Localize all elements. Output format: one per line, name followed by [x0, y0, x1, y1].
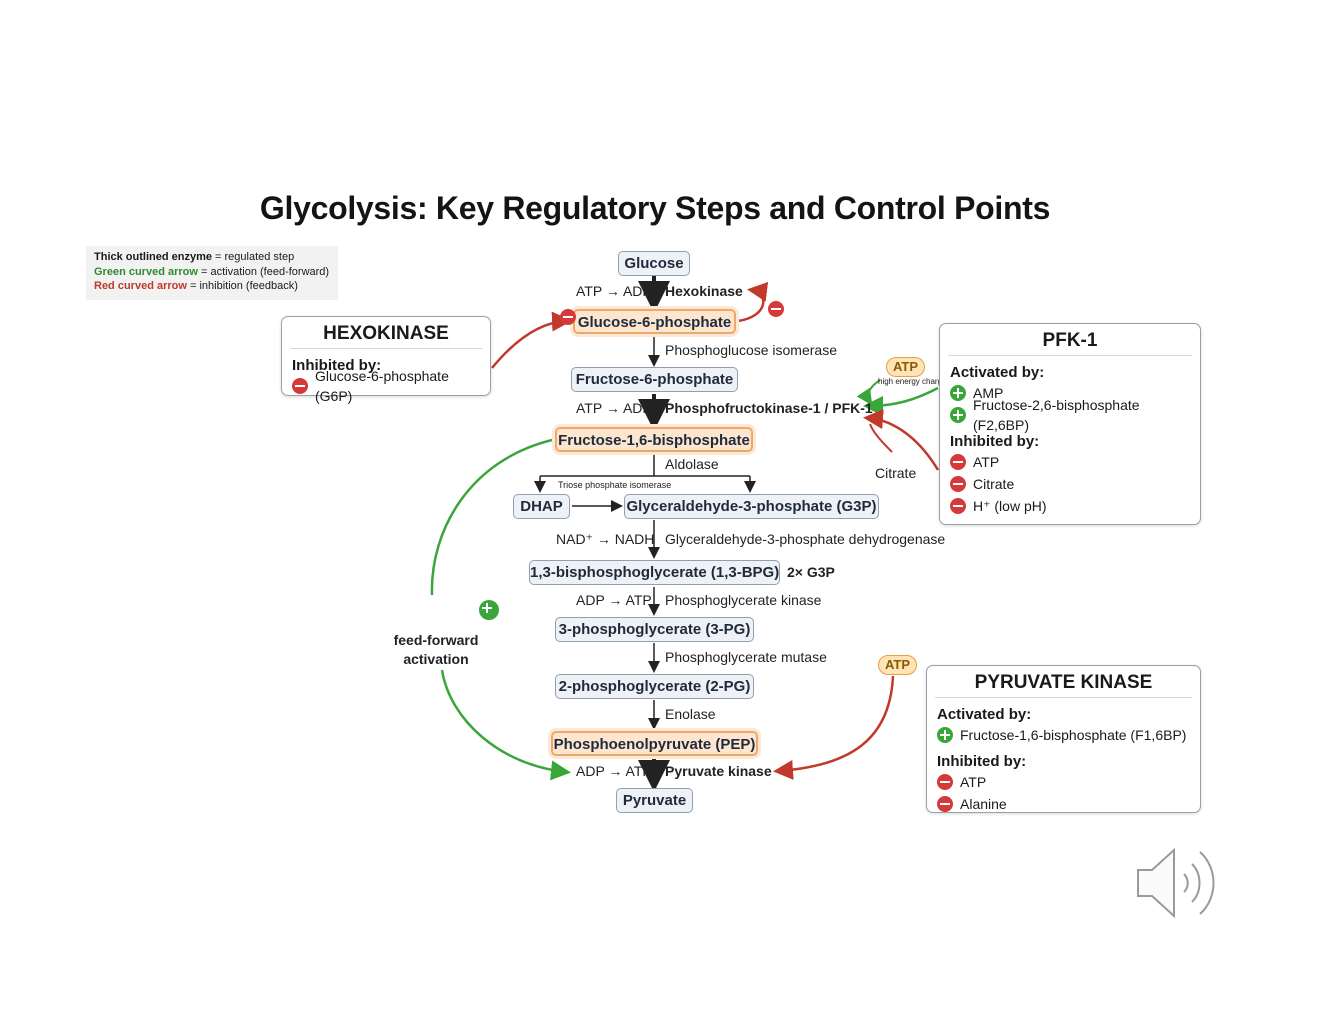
node-pep: Phosphoenolpyruvate (PEP)	[551, 731, 758, 756]
arrow-g6p-feedback	[737, 281, 769, 323]
minus-icon	[768, 301, 784, 317]
arrow-pfk-inhibition	[863, 409, 940, 471]
label-2x-g3p: 2× G3P	[787, 564, 835, 580]
inhibitor-item: Glucose-6-phosphate (G6P)	[292, 368, 480, 404]
panel-hexokinase-inhibited-header: Inhibited by:	[292, 357, 382, 374]
node-dhap: DHAP	[513, 494, 570, 519]
activator-item: Fructose-1,6-bisphosphate (F1,6BP)	[937, 725, 1190, 745]
label-citrate: Citrate	[875, 465, 917, 481]
arrow-pfk-activation	[863, 386, 939, 416]
legend: Thick outlined enzyme = regulated step G…	[86, 246, 338, 300]
label-high-energy: high energy charge	[878, 377, 947, 386]
node-glucose: Glucose	[618, 251, 690, 276]
node-pyruvate: Pyruvate	[616, 788, 693, 813]
page-title: Glycolysis: Key Regulatory Steps and Con…	[259, 190, 1051, 226]
inhibitor-item: ATP	[937, 772, 1190, 792]
enzyme-aldolase: Aldolase	[665, 456, 719, 472]
node-13bpg: 1,3-bisphosphoglycerate (1,3-BPG)	[529, 560, 780, 585]
node-f16bp: Fructose-1,6-bisphosphate	[555, 427, 753, 452]
enzyme-pgk: Phosphoglycerate kinase	[665, 592, 822, 608]
inhibitor-item: ATP	[950, 452, 1190, 472]
atp-badge-pfk: ATP	[886, 357, 926, 377]
plus-icon	[478, 600, 499, 620]
panel-pfk1-title: PFK-1	[948, 324, 1192, 356]
minus-icon	[950, 454, 966, 470]
node-2pg: 2-phosphoglycerate (2-PG)	[555, 674, 754, 699]
enzyme-gapdh: Glyceraldehyde-3-phosphate dehydrogenase	[665, 531, 946, 547]
minus-icon	[950, 498, 966, 514]
enzyme-pyruvate-kinase: Pyruvate kinase	[665, 763, 772, 779]
enzyme-pgi: Phosphoglucose isomerase	[665, 342, 837, 358]
legend-thick-label: Thick outlined enzyme	[94, 251, 212, 263]
minus-icon	[560, 309, 577, 325]
legend-red-desc: = inhibition (feedback)	[186, 280, 298, 292]
panel-hexokinase: HEXOKINASE Inhibited by: Glucose-6-phosp…	[281, 316, 491, 404]
panel-pk-inhibited-header: Inhibited by:	[937, 753, 1027, 770]
plus-icon	[937, 727, 953, 743]
enzyme-pgm: Phosphoglycerate mutase	[665, 649, 827, 665]
node-3pg: 3-phosphoglycerate (3-PG)	[555, 617, 754, 642]
speaker-icon[interactable]	[1134, 846, 1230, 920]
panel-pk-title: PYRUVATE KINASE	[935, 666, 1192, 698]
panel-pyruvate-kinase: PYRUVATE KINASE Activated by: Fructose-1…	[926, 665, 1201, 813]
node-g3p: Glyceraldehyde-3-phosphate (G3P)	[624, 494, 879, 519]
node-f6p: Fructose-6-phosphate	[571, 367, 738, 392]
node-g6p: Glucose-6-phosphate	[573, 309, 736, 334]
legend-red-label: Red curved arrow	[94, 280, 187, 292]
label-adp-atp-2: ADP → ATP	[576, 763, 652, 779]
arrow-feed-forward-top	[430, 438, 553, 596]
panel-pk-activated-header: Activated by:	[937, 706, 1032, 723]
label-feed-forward: feed-forward	[393, 632, 479, 648]
panel-hexokinase-title: HEXOKINASE	[290, 317, 482, 349]
minus-icon	[937, 796, 953, 812]
inhibitor-item: H⁺ (low pH)	[950, 496, 1190, 516]
panel-pfk1: PFK-1 Activated by: AMP Fructose-2,6-bis…	[939, 323, 1201, 525]
atp-badge-pk: ATP	[878, 655, 918, 675]
arrow-g6p-panel	[491, 311, 572, 369]
label-activation: activation	[403, 651, 469, 667]
minus-icon	[292, 378, 308, 394]
arrow-pk-inhibition	[773, 675, 895, 780]
plus-icon	[950, 407, 966, 423]
enzyme-tpi: Triose phosphate isomerase	[558, 480, 672, 490]
activator-item: AMP	[950, 383, 1190, 403]
label-atp-adp-1: ATP → ADP	[576, 283, 652, 299]
inhibitor-item: Alanine	[937, 794, 1190, 814]
activator-item: Fructose-2,6-bisphosphate (F2,6BP)	[950, 397, 1190, 433]
panel-pfk1-inhibited-header: Inhibited by:	[950, 433, 1040, 450]
panel-pfk1-activated-header: Activated by:	[950, 364, 1045, 381]
arrow-feed-forward-bottom	[440, 669, 571, 781]
minus-icon	[937, 774, 953, 790]
legend-thick-desc: = regulated step	[211, 251, 295, 263]
enzyme-enolase: Enolase	[665, 706, 716, 722]
label-nad-nadh: NAD⁺ → NADH	[556, 531, 655, 547]
plus-icon	[950, 385, 966, 401]
enzyme-hexokinase: Hexokinase	[665, 283, 743, 299]
label-atp-adp-2: ATP → ADP	[576, 400, 652, 416]
label-adp-atp-1: ADP → ATP	[576, 592, 652, 608]
enzyme-pfk1: Phosphofructokinase-1 / PFK-1	[665, 400, 873, 416]
inhibitor-item: Citrate	[950, 474, 1190, 494]
minus-icon	[950, 476, 966, 492]
legend-green-desc: = activation (feed-forward)	[197, 265, 330, 278]
arrow-citrate	[869, 423, 893, 453]
legend-green-label: Green curved arrow	[94, 265, 198, 278]
